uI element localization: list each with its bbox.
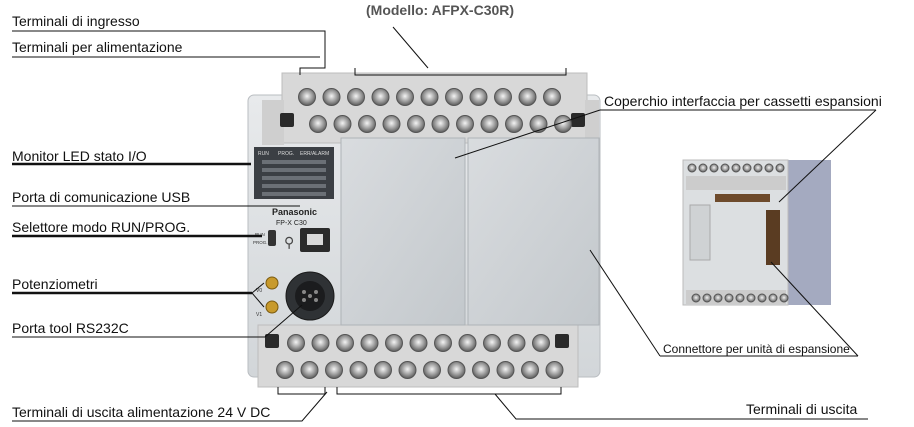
terminal-screw [358, 115, 376, 133]
expansion-side-view [682, 159, 831, 306]
terminal-screw [333, 115, 352, 133]
terminal-screw [374, 361, 392, 379]
terminal-screw [505, 115, 523, 133]
terminal-screw [494, 88, 512, 106]
terminal-screw [720, 163, 730, 173]
terminal-screw [518, 88, 537, 106]
terminal-screw [469, 88, 488, 106]
label-input-terminals: Terminali di ingresso [12, 13, 140, 29]
expansion-cover-panel [467, 137, 600, 326]
label-led-monitor: Monitor LED stato I/O [12, 148, 147, 164]
terminal-screw [742, 163, 752, 173]
label-expansion-cover: Coperchio interfaccia per cassetti espan… [604, 93, 882, 109]
run-prog-switch: RUN PROG. [253, 230, 276, 246]
label-mode-selector: Selettore modo RUN/PROG. [12, 219, 191, 235]
terminal-screw [702, 293, 712, 303]
terminal-screw [480, 115, 499, 133]
terminal-screw [325, 361, 343, 379]
terminal-screw [543, 88, 561, 106]
potentiometers: V0 V1 [256, 276, 279, 318]
terminal-screw [764, 163, 774, 173]
terminal-screw [287, 334, 305, 352]
plc-unit: RUN PROG. ERR/ALARM Panasonic FP-X C30 R… [247, 72, 601, 388]
terminal-screw [311, 334, 330, 352]
terminal-screw [521, 361, 539, 379]
terminal-screw [698, 163, 708, 173]
left-cover [340, 137, 466, 326]
terminal-screw [687, 163, 697, 173]
terminal-screw [371, 88, 390, 106]
terminal-screw [447, 361, 466, 379]
terminal-screw [420, 88, 439, 106]
brand-label: Panasonic [272, 207, 317, 217]
terminal-screw [434, 334, 452, 352]
terminal-screw [445, 88, 463, 106]
terminal-screw [545, 361, 564, 379]
terminal-screw [691, 293, 701, 303]
terminal-screw [382, 115, 401, 133]
terminal-screw [532, 334, 550, 352]
terminal-screw [409, 334, 428, 352]
terminal-screw [456, 115, 474, 133]
terminal-screw [347, 88, 365, 106]
terminal-screw [554, 115, 572, 133]
terminal-screws [276, 88, 572, 379]
terminal-screw [360, 334, 379, 352]
terminal-screw [709, 163, 719, 173]
terminal-screw [713, 293, 723, 303]
led-header-run: RUN [258, 151, 269, 157]
terminal-screw [349, 361, 368, 379]
side-panel [787, 160, 831, 305]
terminal-screw [483, 334, 501, 352]
terminal-screw [423, 361, 441, 379]
pot-label-v0: V0 [256, 288, 262, 294]
terminal-screw [496, 361, 515, 379]
usb-port: ⚲ [284, 228, 330, 252]
terminal-screw [529, 115, 548, 133]
pot-label-v1: V1 [256, 312, 262, 318]
label-output-terminals: Terminali di uscita [746, 401, 858, 417]
terminal-screw [385, 334, 403, 352]
label-usb-port: Porta di comunicazione USB [12, 189, 191, 205]
terminal-screw [300, 361, 319, 379]
terminal-screw [724, 293, 734, 303]
terminal-screw [431, 115, 450, 133]
terminal-screw [768, 293, 778, 303]
terminal-screw [396, 88, 414, 106]
label-expansion-connector: Connettore per unità di espansione [663, 342, 850, 356]
label-output-power-terminals: Terminali di uscita alimentazione 24 V D… [12, 404, 271, 420]
terminal-screw [735, 293, 745, 303]
terminal-screw [757, 293, 767, 303]
switch-label-prog: PROG. [253, 240, 268, 245]
terminal-screw [507, 334, 526, 352]
terminal-screw [731, 163, 741, 173]
model-caption: (Modello: AFPX-C30R) [366, 2, 515, 18]
terminal-screw [398, 361, 417, 379]
terminal-screw [309, 115, 327, 133]
terminal-screw [746, 293, 756, 303]
switch-label-run: RUN [255, 232, 265, 237]
label-rs232c-port: Porta tool RS232C [12, 320, 129, 336]
terminal-screw [753, 163, 763, 173]
label-potentiometers: Potenziometri [12, 276, 98, 292]
terminal-screw [298, 88, 316, 106]
terminal-screw [407, 115, 425, 133]
terminal-screw [472, 361, 490, 379]
terminal-screw [276, 361, 294, 379]
label-power-terminals: Terminali per alimentazione [12, 39, 183, 55]
led-header-err: ERR/ALARM [300, 151, 329, 157]
svg-text:⚲: ⚲ [284, 235, 294, 251]
terminal-screw [322, 88, 341, 106]
terminal-screw [775, 163, 785, 173]
terminal-screw [458, 334, 477, 352]
model-label: FP-X C30 [276, 220, 307, 227]
led-header-prog: PROG. [278, 151, 294, 157]
led-status-panel: RUN PROG. ERR/ALARM [254, 147, 334, 199]
leader-lines [12, 26, 877, 422]
terminal-screw [336, 334, 354, 352]
terminal-screw [779, 293, 789, 303]
